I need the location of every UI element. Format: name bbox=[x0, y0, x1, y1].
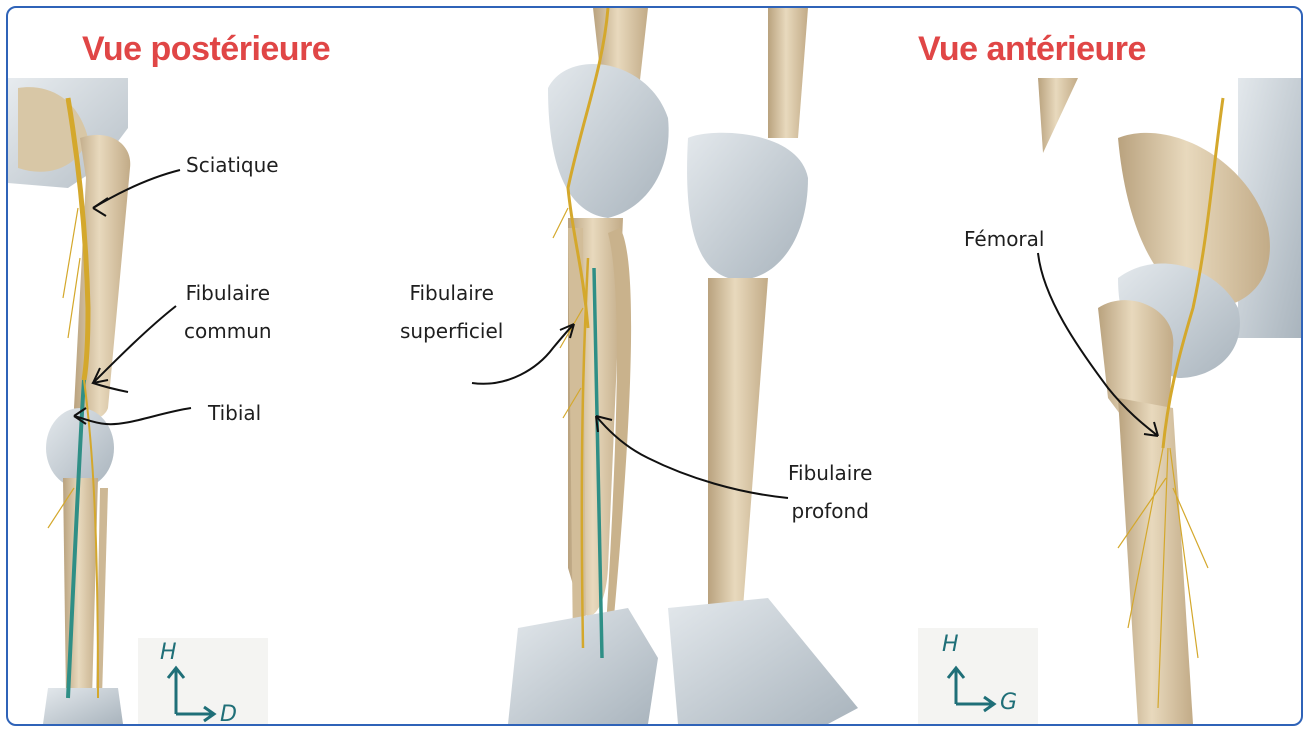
label-femoral: Fémoral bbox=[964, 220, 1044, 258]
label-fibulaire-profond-line2: profond bbox=[788, 492, 872, 530]
label-fibulaire-superficiel: Fibulaire superficiel bbox=[400, 274, 503, 350]
label-sciatique: Sciatique bbox=[186, 146, 279, 184]
posterior-view-title: Vue postérieure bbox=[82, 30, 330, 69]
compass-left-side-letter: D bbox=[220, 702, 237, 726]
figure-frame: Vue postérieure Vue antérieure Sciatique… bbox=[6, 6, 1303, 726]
label-fibulaire-commun-line2: commun bbox=[184, 312, 272, 350]
anatomy-illustration bbox=[8, 8, 1301, 724]
anterior-thigh-illustration bbox=[918, 78, 1301, 724]
label-fibulaire-profond-line1: Fibulaire bbox=[788, 454, 872, 492]
label-fibulaire-commun: Fibulaire commun bbox=[184, 274, 272, 350]
label-fibulaire-superficiel-line2: superficiel bbox=[400, 312, 503, 350]
anterior-view-title: Vue antérieure bbox=[918, 30, 1146, 69]
label-fibulaire-superficiel-line1: Fibulaire bbox=[400, 274, 503, 312]
lateral-leg-illustration bbox=[472, 8, 858, 724]
label-fibulaire-profond: Fibulaire profond bbox=[788, 454, 872, 530]
label-fibulaire-commun-line1: Fibulaire bbox=[184, 274, 272, 312]
compass-left-up-letter: H bbox=[160, 640, 177, 665]
compass-right-up-letter: H bbox=[942, 632, 959, 657]
compass-right-side-letter: G bbox=[1000, 690, 1017, 715]
label-tibial: Tibial bbox=[208, 394, 261, 432]
